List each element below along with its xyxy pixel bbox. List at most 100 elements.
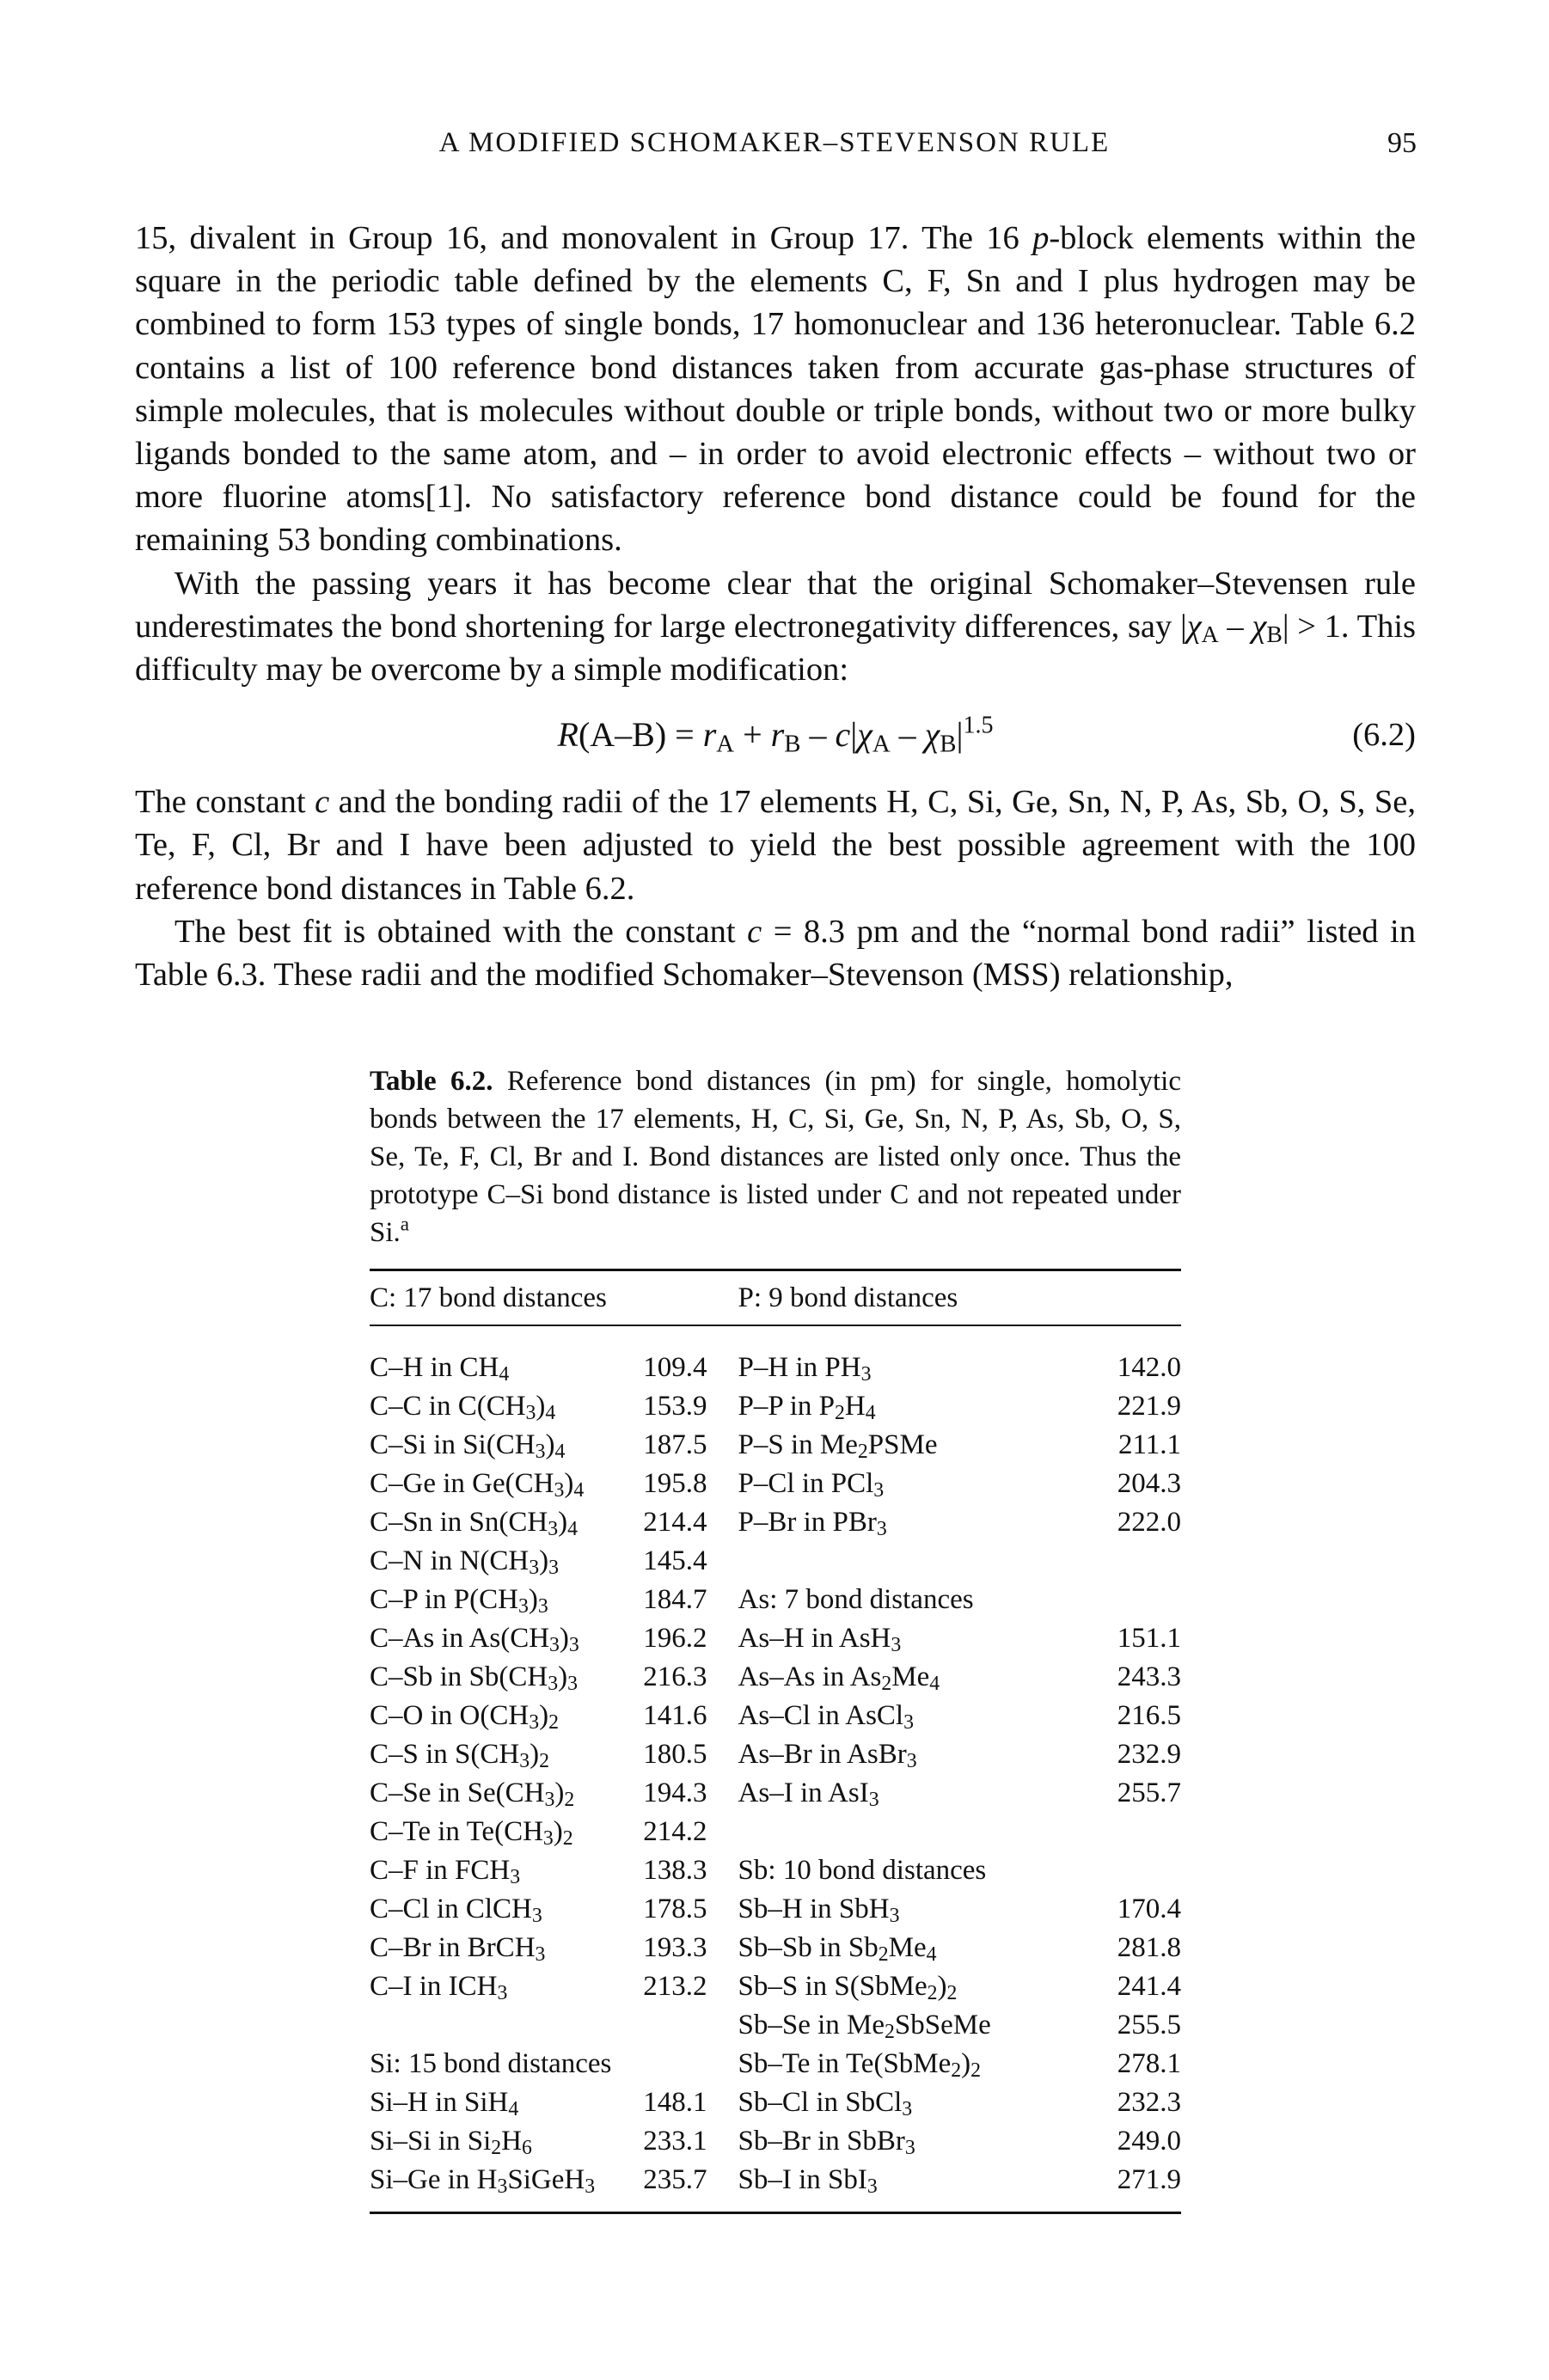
right-group-header: Sb: 10 bond distances — [738, 1855, 987, 1886]
left-bond-value: 214.2 — [643, 1816, 707, 1847]
right-empty-cell — [1016, 1813, 1181, 1851]
table-6-2: Table 6.2. Reference bond distances (in … — [370, 1062, 1181, 2214]
right-bond-label: As–H in AsH3 — [738, 1623, 902, 1657]
paragraph-2: With the passing years it has become cle… — [135, 565, 1417, 688]
left-bond-label: C–F in FCH3 — [370, 1855, 521, 1889]
right-bond-label: P–Br in PBr3 — [738, 1507, 887, 1541]
right-bond-value: 232.9 — [1117, 1739, 1181, 1770]
right-bond-value: 170.4 — [1117, 1894, 1181, 1924]
left-bond-label: Si–Si in Si2H6 — [370, 2126, 532, 2160]
left-empty-cell — [370, 2006, 634, 2045]
right-bond-label: Sb–Sb in Sb2Me4 — [738, 1932, 937, 1967]
left-bond-label: C–P in P(CH3)3 — [370, 1584, 548, 1618]
table-row: C–N in N(CH3)3 145.4 — [370, 1542, 1181, 1581]
right-bond-value: 222.0 — [1117, 1507, 1181, 1538]
right-bond-value: 255.5 — [1117, 2010, 1181, 2040]
left-bond-value: 141.6 — [643, 1700, 707, 1731]
table-row: C–Sn in Sn(CH3)4 214.4 P–Br in PBr3 222.0 — [370, 1503, 1181, 1542]
right-bond-label: As–Cl in AsCl3 — [738, 1700, 914, 1735]
right-bond-value: 255.7 — [1117, 1777, 1181, 1808]
right-group-header-spacer — [1016, 1581, 1181, 1619]
table-bottom-rule — [370, 2212, 1181, 2214]
left-bond-value: 216.3 — [643, 1661, 707, 1692]
equation-number: (6.2) — [1352, 717, 1416, 754]
right-bond-value: 241.4 — [1117, 1971, 1181, 2002]
right-bond-value: 278.1 — [1117, 2048, 1181, 2079]
right-bond-label: P–P in P2H4 — [738, 1391, 876, 1425]
right-group-header: P: 9 bond distances — [738, 1282, 958, 1313]
left-bond-value: 213.2 — [643, 1971, 707, 2002]
left-bond-value: 153.9 — [643, 1391, 707, 1422]
equation-formula: R(A–B) = rA + rB – c|χA – χB|1.5 — [557, 712, 994, 758]
left-bond-value: 193.3 — [643, 1932, 707, 1963]
left-bond-label: C–Ge in Ge(CH3)4 — [370, 1468, 585, 1502]
left-bond-label: C–Te in Te(CH3)2 — [370, 1816, 573, 1851]
left-group-header-spacer — [634, 2045, 707, 2083]
left-bond-value: 145.4 — [643, 1545, 707, 1576]
table-row: C–Te in Te(CH3)2 214.2 — [370, 1813, 1181, 1851]
left-bond-label: C–S in S(CH3)2 — [370, 1739, 549, 1773]
left-bond-label: Si–Ge in H3SiGeH3 — [370, 2164, 596, 2199]
right-bond-label: Sb–Se in Me2SbSeMe — [738, 2010, 991, 2044]
table-row: Sb–Se in Me2SbSeMe 255.5 — [370, 2006, 1181, 2045]
right-bond-label: As–I in AsI3 — [738, 1777, 879, 1812]
left-bond-label: C–I in ICH3 — [370, 1971, 508, 2005]
left-bond-value: 214.4 — [643, 1507, 707, 1538]
left-bond-label: C–As in As(CH3)3 — [370, 1623, 579, 1657]
left-bond-value: 184.7 — [643, 1584, 707, 1615]
left-bond-label: C–Sn in Sn(CH3)4 — [370, 1507, 578, 1541]
right-bond-label: As–As in As2Me4 — [738, 1661, 940, 1696]
page-number: 95 — [1387, 127, 1417, 159]
table-row: C–S in S(CH3)2 180.5 As–Br in AsBr3 232.9 — [370, 1735, 1181, 1774]
table-row: C–Cl in ClCH3 178.5 Sb–H in SbH3 170.4 — [370, 1890, 1181, 1929]
right-bond-value: 281.8 — [1117, 1932, 1181, 1963]
right-bond-label: Sb–H in SbH3 — [738, 1894, 900, 1928]
table-caption: Table 6.2. Reference bond distances (in … — [370, 1062, 1181, 1251]
left-bond-value: 187.5 — [643, 1429, 707, 1460]
right-bond-label: P–Cl in PCl3 — [738, 1468, 885, 1502]
paragraph-3: The constant c and the bonding radii of … — [135, 784, 1416, 907]
right-bond-value: 211.1 — [1117, 1429, 1181, 1460]
right-bond-label: Sb–Br in SbBr3 — [738, 2126, 915, 2160]
running-title: A MODIFIED SCHOMAKER–STEVENSON RULE — [438, 127, 1111, 158]
left-bond-value: 138.3 — [643, 1855, 707, 1886]
table-header-row: C: 17 bond distances P: 9 bond distances — [370, 1271, 1181, 1325]
left-bond-label: C–Cl in ClCH3 — [370, 1894, 542, 1928]
left-bond-value: 195.8 — [643, 1468, 707, 1499]
left-bond-label: C–C in C(CH3)4 — [370, 1391, 556, 1425]
right-bond-value: 249.0 — [1117, 2126, 1181, 2157]
right-bond-value: 232.3 — [1117, 2087, 1181, 2118]
caption-text: Reference bond distances (in pm) for sin… — [370, 1066, 1181, 1248]
right-empty-cell — [1016, 1542, 1181, 1581]
left-group-header: C: 17 bond distances — [370, 1282, 607, 1313]
paragraph-1: 15, divalent in Group 16, and monovalent… — [135, 220, 1416, 559]
left-empty-cell — [634, 2006, 707, 2045]
caption-label: Table 6.2. — [370, 1066, 493, 1097]
caption-footnote-marker: a — [400, 1212, 410, 1235]
left-bond-value: 235.7 — [643, 2164, 707, 2195]
right-group-header: As: 7 bond distances — [738, 1584, 974, 1615]
left-bond-label: C–N in N(CH3)3 — [370, 1545, 559, 1580]
left-bond-value: 180.5 — [643, 1739, 707, 1770]
right-bond-value: 151.1 — [1117, 1623, 1181, 1654]
paragraph-4: The best fit is obtained with the consta… — [135, 913, 1417, 994]
equation-6-2: R(A–B) = rA + rB – c|χA – χB|1.5 (6.2) — [135, 707, 1416, 763]
right-bond-label: As–Br in AsBr3 — [738, 1739, 917, 1773]
left-bond-value: 178.5 — [643, 1894, 707, 1924]
right-bond-value: 221.9 — [1117, 1391, 1181, 1422]
table-row: C–C in C(CH3)4 153.9 P–P in P2H4 221.9 — [370, 1387, 1181, 1426]
table-row: C–F in FCH3 138.3 Sb: 10 bond distances — [370, 1851, 1181, 1890]
left-bond-label: C–H in CH4 — [370, 1352, 510, 1386]
left-bond-label: C–Se in Se(CH3)2 — [370, 1777, 575, 1812]
left-bond-value: 109.4 — [643, 1352, 707, 1383]
left-bond-value: 148.1 — [643, 2087, 707, 2118]
